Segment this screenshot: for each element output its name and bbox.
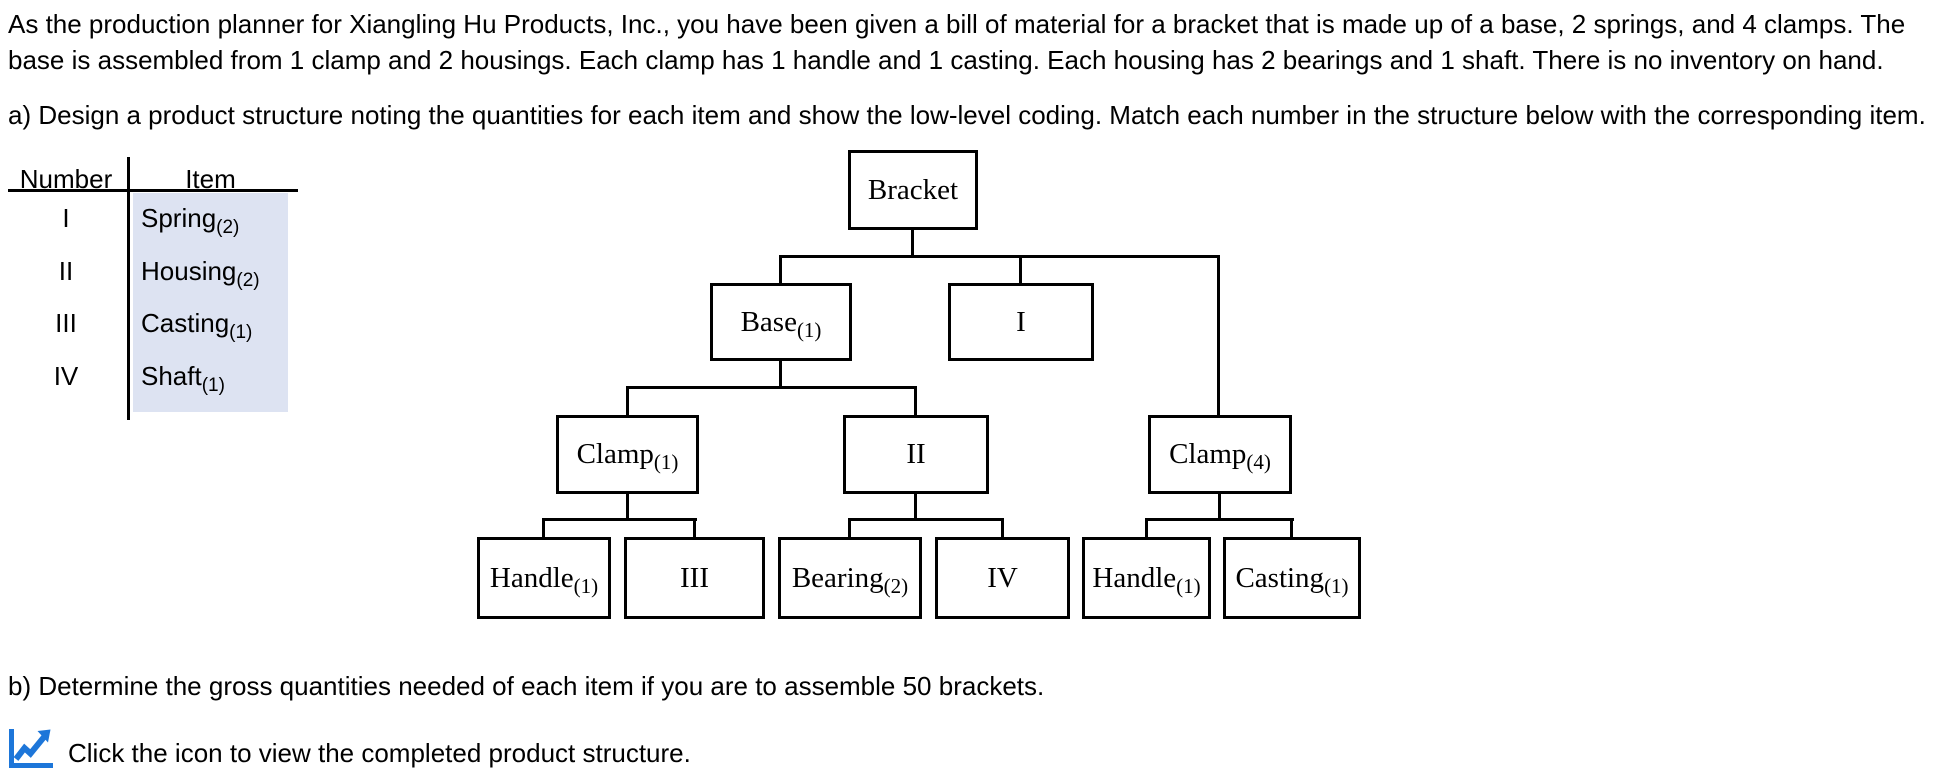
trend-chart-icon[interactable]: [8, 728, 54, 769]
connector-line: [626, 386, 629, 415]
tree-node-blank-II: II: [843, 415, 989, 494]
connector-line: [779, 255, 1220, 258]
connector-line: [626, 494, 629, 520]
connector-line: [1290, 518, 1293, 537]
connector-line: [1001, 518, 1004, 537]
connector-line: [693, 518, 696, 537]
connector-line: [914, 386, 917, 415]
connector-line: [779, 361, 782, 388]
connector-line: [542, 518, 697, 521]
qty-subscript: (2): [216, 217, 240, 238]
part-a-instruction: a) Design a product structure noting the…: [8, 100, 1926, 130]
connector-line: [1145, 518, 1294, 521]
tree-node-blank-IV: IV: [935, 537, 1070, 619]
problem-statement-line-1: As the production planner for Xiangling …: [8, 9, 1906, 39]
connector-line: [911, 230, 914, 257]
connector-line: [626, 386, 917, 389]
connector-line: [848, 518, 1004, 521]
connector-line: [542, 518, 545, 537]
tree-node-clamp-1: Clamp(1): [556, 415, 699, 494]
problem-statement-line-2: base is assembled from 1 clamp and 2 hou…: [8, 45, 1884, 75]
connector-line: [914, 494, 917, 520]
answer-cell-casting[interactable]: Casting(1): [141, 308, 253, 343]
qty-subscript: (2): [236, 270, 260, 291]
tree-node-blank-I: I: [948, 283, 1094, 361]
connector-line: [779, 255, 782, 283]
tree-node-bearing: Bearing(2): [778, 537, 922, 619]
row-number-4: IV: [53, 361, 79, 391]
tree-node-bracket: Bracket: [848, 150, 978, 230]
connector-line: [1145, 518, 1148, 537]
qty-subscript: (1): [229, 322, 253, 343]
answer-column-highlight: [133, 193, 288, 412]
tree-node-base: Base(1): [710, 283, 852, 361]
tree-node-handle-right: Handle(1): [1082, 537, 1211, 619]
table-column-divider: [127, 157, 130, 420]
row-number-2: II: [58, 256, 74, 286]
connector-line: [1217, 255, 1220, 415]
tree-node-handle-left: Handle(1): [477, 537, 611, 619]
row-number-1: I: [62, 203, 70, 233]
part-b-instruction: b) Determine the gross quantities needed…: [8, 671, 1045, 701]
connector-line: [848, 518, 851, 537]
tree-node-casting-right: Casting(1): [1223, 537, 1361, 619]
connector-line: [1019, 255, 1022, 283]
connector-line: [1218, 494, 1221, 520]
table-header-rule: [8, 189, 298, 192]
qty-subscript: (1): [201, 375, 225, 396]
answer-cell-shaft[interactable]: Shaft(1): [141, 361, 225, 396]
answer-cell-spring[interactable]: Spring(2): [141, 203, 240, 238]
footer-caption: Click the icon to view the completed pro…: [68, 738, 691, 768]
row-number-3: III: [55, 308, 77, 338]
answer-cell-housing[interactable]: Housing(2): [141, 256, 260, 291]
tree-node-blank-III: III: [624, 537, 765, 619]
tree-node-clamp-4: Clamp(4): [1148, 415, 1292, 494]
